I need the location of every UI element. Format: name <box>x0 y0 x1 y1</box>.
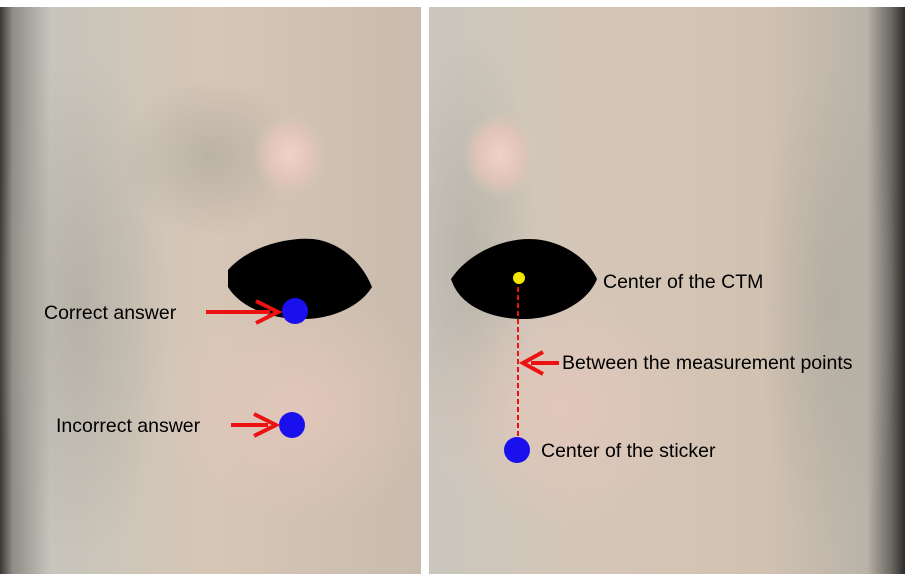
ctm-center-label: Center of the CTM <box>603 271 763 293</box>
correct-sticker-dot <box>282 298 308 324</box>
sticker-dot <box>504 437 530 463</box>
incorrect-sticker-dot <box>279 412 305 438</box>
between-label: Between the measurement points <box>562 352 853 374</box>
ctm-center-dot <box>513 272 525 284</box>
left-photo-panel: Correct answer Incorrect answer <box>0 7 421 574</box>
correct-answer-label: Correct answer <box>44 302 177 324</box>
incorrect-answer-label: Incorrect answer <box>56 415 201 437</box>
right-photo-panel: Center of the CTM Between the measuremen… <box>429 7 905 574</box>
left-photo: Correct answer Incorrect answer <box>0 7 421 574</box>
navel <box>252 111 328 199</box>
navel <box>462 111 538 199</box>
right-photo: Center of the CTM Between the measuremen… <box>429 7 905 574</box>
sticker-center-label: Center of the sticker <box>541 440 716 462</box>
